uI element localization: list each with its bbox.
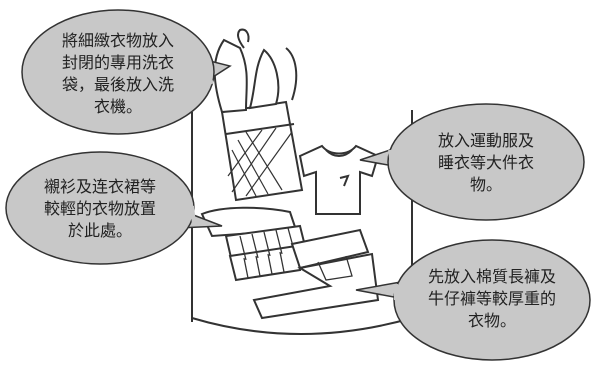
callout-bubble-heavy-items xyxy=(355,239,591,361)
callout-bubble-shirts-dresses xyxy=(5,151,223,265)
jeans-illustration xyxy=(252,228,380,320)
callout-line: 較輕的衣物放置 xyxy=(43,199,156,218)
callout-text-shirts-dresses: 襯衫及连衣裙等 較輕的衣物放置 於此處。 xyxy=(14,176,186,242)
callout-bubble-light-clothes xyxy=(359,103,585,221)
callout-line: 先放入棉質長褲及 xyxy=(427,267,556,286)
shirts-stack-illustration xyxy=(200,206,308,282)
callout-line: 睡衣等大件衣 xyxy=(437,153,534,172)
callout-line: 封閉的專用洗衣 xyxy=(61,53,174,72)
callout-line: 衣機。 xyxy=(93,97,142,116)
callout-text-delicates: 將細緻衣物放入 封閉的專用洗衣 袋，最後放入洗 衣機。 xyxy=(32,30,204,118)
t-shirt-illustration xyxy=(298,144,380,215)
callout-line: 物。 xyxy=(469,175,502,194)
callout-line: 放入運動服及 xyxy=(437,131,534,150)
callout-text-light-clothes: 放入運動服及 睡衣等大件衣 物。 xyxy=(408,130,564,196)
callout-line: 襯衫及连衣裙等 xyxy=(43,177,156,196)
callout-line: 牛仔褲等較厚重的 xyxy=(427,289,556,308)
laundry-bag-illustration xyxy=(213,28,304,202)
callout-line: 於此處。 xyxy=(67,221,132,240)
callout-line: 袋，最後放入洗 xyxy=(61,75,174,94)
callout-bubble-delicates xyxy=(21,9,232,135)
callout-text-heavy-items: 先放入棉質長褲及 牛仔褲等較厚重的 衣物。 xyxy=(404,266,580,332)
callout-line: 衣物。 xyxy=(467,311,516,330)
callout-line: 將細緻衣物放入 xyxy=(61,31,174,50)
